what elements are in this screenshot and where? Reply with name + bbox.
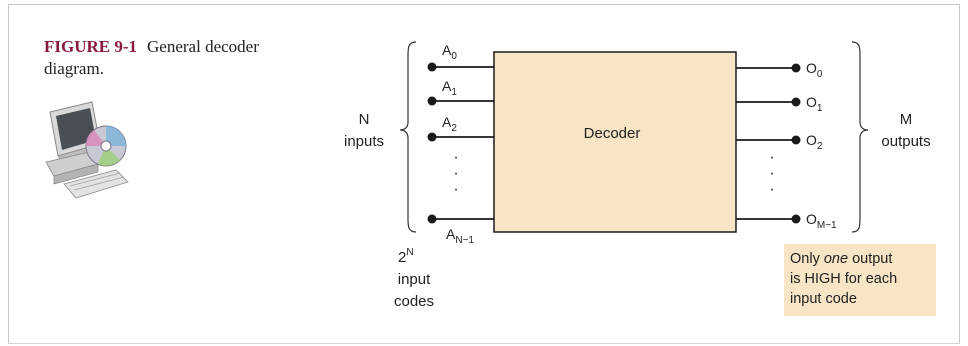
input-codes-count: 2N <box>398 247 414 266</box>
input-codes-label: input <box>398 271 431 288</box>
inputs-label-n: N <box>359 111 370 128</box>
figure-title: General decoder diagram. <box>44 37 259 78</box>
input-ellipsis: · <box>453 149 458 166</box>
decoder-block <box>493 51 737 233</box>
input-wire <box>427 62 494 72</box>
outputs-brace <box>851 41 869 233</box>
output-pin-label: OM−1 <box>806 211 837 231</box>
input-ellipsis: · <box>453 165 458 182</box>
input-codes-label: codes <box>394 293 434 310</box>
output-ellipsis: · <box>769 149 774 166</box>
output-ellipsis: · <box>769 165 774 182</box>
outputs-label-m: M <box>900 111 913 128</box>
input-wire <box>427 132 494 142</box>
note-line: is HIGH for each <box>790 271 897 287</box>
output-wire <box>736 135 801 145</box>
output-wire <box>736 63 801 73</box>
inputs-label: inputs <box>344 133 384 150</box>
note-line: input code <box>790 291 857 307</box>
input-pin-label: A0 <box>442 42 457 62</box>
input-ellipsis: · <box>453 181 458 198</box>
figure-frame <box>8 4 960 344</box>
outputs-label: outputs <box>881 133 930 150</box>
output-pin-label: O1 <box>806 94 823 114</box>
figure-label: FIGURE 9-1 <box>44 37 138 56</box>
output-wire <box>736 214 801 224</box>
input-wire <box>427 96 494 106</box>
input-wire <box>427 214 494 224</box>
input-pin-label: AN−1 <box>446 226 474 246</box>
note-line: Only one output <box>790 251 892 267</box>
input-pin-label: A2 <box>442 114 457 134</box>
input-pin-label: A1 <box>442 78 457 98</box>
inputs-brace <box>399 41 417 233</box>
decoder-label: Decoder <box>584 125 641 142</box>
output-wire <box>736 97 801 107</box>
output-pin-label: O2 <box>806 132 823 152</box>
output-pin-label: O0 <box>806 60 823 80</box>
output-ellipsis: · <box>769 181 774 198</box>
computer-cd-icon <box>45 101 129 199</box>
note-box <box>784 244 936 316</box>
